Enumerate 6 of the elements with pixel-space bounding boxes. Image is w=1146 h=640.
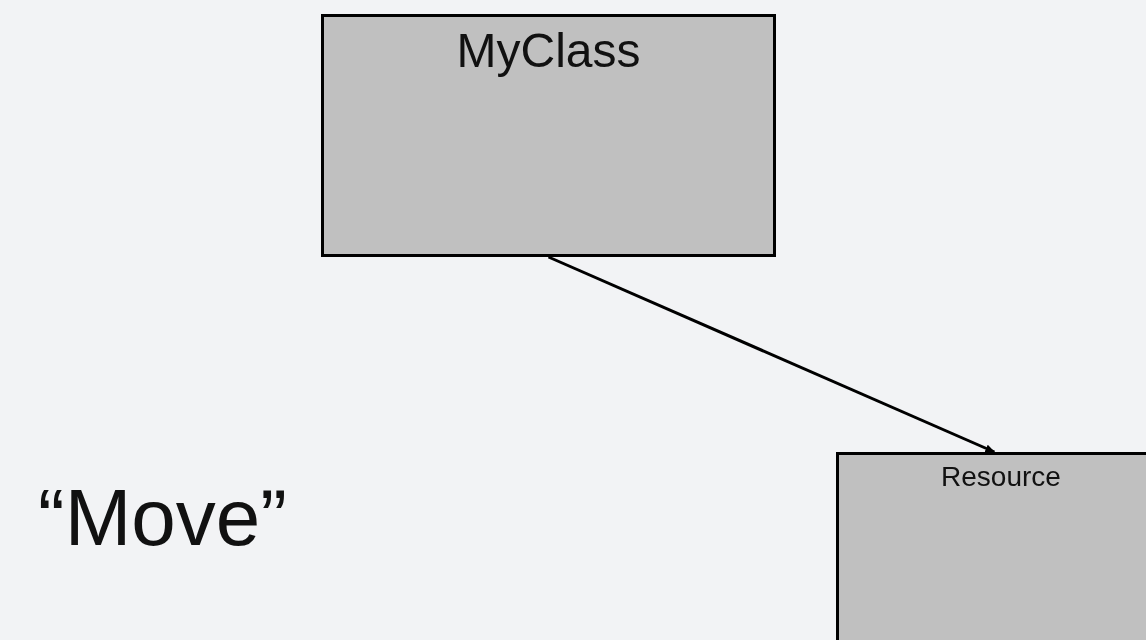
class-box bbox=[321, 14, 776, 257]
arrow bbox=[547, 255, 996, 454]
class-name: MyClass bbox=[456, 23, 641, 79]
caption-text: “Move” bbox=[38, 472, 287, 564]
class-name: Resource bbox=[941, 460, 1061, 494]
class-box bbox=[836, 452, 1146, 640]
